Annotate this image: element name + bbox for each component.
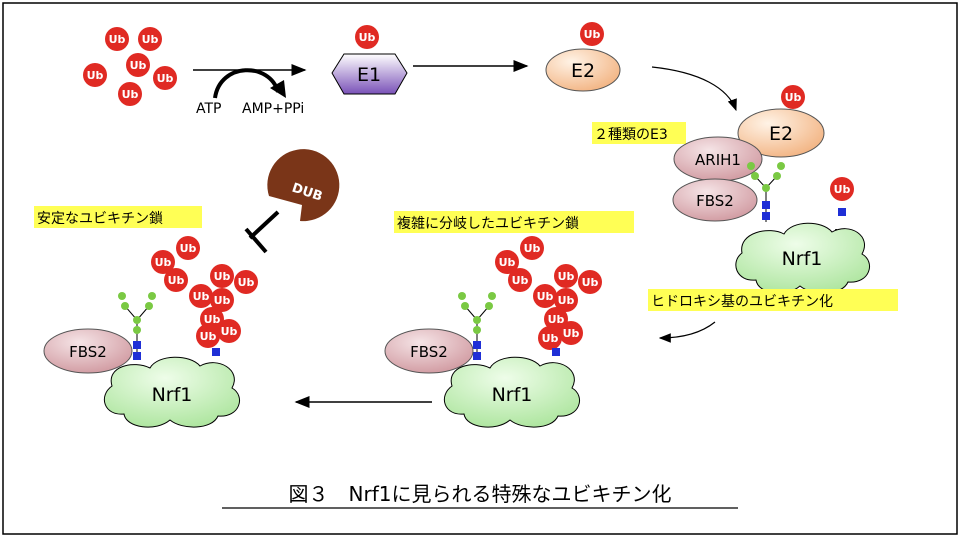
amp-label: AMP+PPi [242, 101, 304, 117]
svg-text:FBS2: FBS2 [696, 192, 734, 210]
svg-text:Ub: Ub [221, 325, 238, 338]
svg-text:Ub: Ub [537, 290, 554, 303]
svg-text:Ub: Ub [499, 256, 516, 269]
svg-text:Ub: Ub [180, 242, 197, 255]
right-to-middle-arrow [658, 321, 716, 343]
svg-text:Ub: Ub [542, 332, 559, 345]
fbs2-protein-right: FBS2 [672, 178, 758, 222]
svg-text:Ub: Ub [204, 313, 221, 326]
svg-text:FBS2: FBS2 [69, 343, 107, 361]
svg-text:Ub: Ub [238, 276, 255, 289]
svg-text:Ub: Ub [109, 33, 126, 46]
stable-label: 安定なユビキチン鎖 [37, 211, 163, 227]
svg-text:Ub: Ub [834, 183, 851, 196]
ubiquitin-2: Ub [138, 27, 162, 51]
svg-text:Ub: Ub [214, 270, 231, 283]
e2-enzyme-top: E2 Ub [545, 22, 621, 92]
ubiquitin-5: Ub [153, 66, 177, 90]
two-e3-highlight [592, 122, 686, 144]
svg-text:Nrf1: Nrf1 [152, 384, 193, 406]
svg-text:Ub: Ub [168, 274, 185, 287]
svg-text:Ub: Ub [558, 270, 575, 283]
svg-text:Ub: Ub [524, 242, 541, 255]
atp-arrowhead [270, 80, 286, 98]
svg-text:Ub: Ub [142, 33, 159, 46]
branched-highlight [394, 211, 634, 233]
e2-to-e3-arrow [651, 66, 737, 112]
two-e3-label: ２種類のE3 [594, 127, 668, 143]
e1-enzyme: E1 Ub [331, 25, 408, 95]
svg-text:Ub: Ub [785, 91, 802, 104]
nrf1-protein-middle: Nrf1 [443, 356, 581, 428]
svg-text:Ub: Ub [130, 59, 147, 72]
svg-text:Ub: Ub [122, 88, 139, 101]
hydroxy-highlight [648, 289, 898, 311]
svg-text:Ub: Ub [548, 313, 565, 326]
svg-text:Ub: Ub [200, 330, 217, 343]
figure-caption: 図３ Nrf1に見られる特殊なユビキチン化 [289, 482, 672, 506]
atp-label: ATP [196, 101, 221, 117]
ubiquitin-3: Ub [126, 53, 150, 77]
svg-text:Ub: Ub [359, 31, 376, 44]
stable-ubiquitin-chain: Ub Ub Ub Ub Ub Ub Ub Ub Ub Ub N [151, 236, 258, 377]
svg-text:Ub: Ub [558, 294, 575, 307]
svg-text:Ub: Ub [214, 294, 231, 307]
hydroxy-label: ヒドロキシ基のユビキチン化 [651, 293, 833, 310]
ubiquitin-6: Ub [118, 82, 142, 106]
svg-text:Nrf1: Nrf1 [492, 384, 533, 406]
svg-text:Ub: Ub [155, 256, 172, 269]
svg-text:Ub: Ub [582, 276, 599, 289]
stable-highlight [34, 206, 202, 228]
ubiquitin-4: Ub [83, 63, 107, 87]
e2-enzyme-complex: E2 Ub [737, 85, 825, 158]
svg-text:E1: E1 [357, 64, 381, 86]
atp-curved-arrow [213, 68, 280, 99]
branched-ubiquitin-chain: Ub Ub Ub Ub Ub Ub Ub Ub Ub Ub N [495, 236, 602, 379]
svg-text:Ub: Ub [87, 69, 104, 82]
dub-enzyme: DUB [267, 149, 340, 222]
ubiquitin-1: Ub [105, 27, 129, 51]
dub-inhibition-symbol [244, 210, 280, 254]
svg-text:E2: E2 [571, 60, 595, 82]
svg-text:E2: E2 [769, 123, 793, 145]
svg-text:Ub: Ub [157, 72, 174, 85]
svg-text:ARIH1: ARIH1 [695, 151, 741, 169]
nrf1-protein-right: Nrf1 [735, 222, 871, 294]
svg-text:Ub: Ub [193, 290, 210, 303]
free-ubiquitin-cluster: Ub Ub Ub Ub Ub Ub [83, 27, 177, 106]
hydroxyl-ubiquitin-site: Ub N [830, 177, 854, 241]
branched-label: 複雑に分岐したユビキチン鎖 [397, 215, 579, 232]
fbs2-protein-middle: FBS2 [384, 328, 474, 374]
arih1-protein: ARIH1 [673, 136, 763, 182]
svg-text:Nrf1: Nrf1 [782, 248, 823, 270]
fbs2-protein-left: FBS2 [43, 328, 133, 374]
svg-text:Ub: Ub [584, 28, 601, 41]
nrf1-protein-left: Nrf1 [103, 356, 241, 428]
svg-text:FBS2: FBS2 [410, 343, 448, 361]
svg-text:Ub: Ub [563, 327, 580, 340]
svg-text:Ub: Ub [512, 274, 529, 287]
